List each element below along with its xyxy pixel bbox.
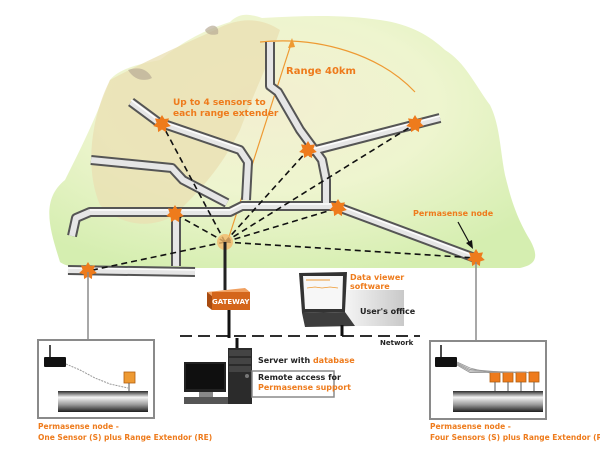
terrain-relief-shadow [128,25,219,80]
range-extender-node-icon [79,262,97,280]
right-node-caption: Permasense node - Four Sensors (S) plus … [430,421,600,443]
range-extender-node-icon [299,141,317,159]
range-extender-nodes [79,115,485,280]
data-viewer-line2: software [350,282,390,291]
remote-access-line1: Remote access for [258,373,341,382]
range-label: Range 40km [286,66,356,77]
users-office-panel [346,290,404,326]
server-label: Server with database [258,355,355,366]
server-label-prefix: Server with [258,356,313,365]
sensors-callout: Up to 4 sensors to each range extender [173,98,278,120]
server-workstation-icon [184,348,252,404]
sensors-callout-line1: Up to 4 sensors to [173,98,266,108]
remote-access-panel [251,370,335,398]
users-office-label: User's office [360,307,416,316]
right-node-subtitle: Four Sensors (S) plus Range Extendor (RE… [430,433,600,442]
right-re-badge: RE [453,379,461,385]
server-label-database: database [312,356,355,365]
node-callout-arrowhead-icon [466,240,473,249]
radio-link [161,123,226,243]
node-callout-label: Permasense node [413,209,494,218]
radio-link [224,123,416,243]
radio-link [224,241,477,259]
node-callout-arrow [457,221,471,245]
range-arc [259,40,416,93]
laptop-icon [299,272,355,336]
sensor-icon [502,371,514,383]
range-arrowhead-icon [288,38,295,48]
sensors-callout-line2: each range extender [173,109,279,119]
sensor-icon [528,371,540,383]
data-viewer-label: Data viewer software [350,273,404,291]
right-pipe-segment [453,391,543,412]
network-label: Network [380,339,414,347]
left-re-device-icon [44,345,66,367]
remote-access-line2: Permasense support [258,383,351,392]
radio-link [224,149,309,243]
left-re-badge: RE [62,379,70,385]
sensor-icon [515,371,527,383]
radio-link [87,241,226,272]
gateway-device [207,288,250,348]
radio-links [87,123,477,272]
left-pipe-segment [58,391,148,412]
range-extender-node-icon [329,199,347,217]
left-node-title: Permasense node - [38,422,119,431]
left-sensor-cable [65,363,129,389]
gateway-label: GATEWAY [212,298,250,306]
right-node-title: Permasense node - [430,422,511,431]
remote-access-label: Remote access for Permasense support [258,373,351,393]
left-sensor-icon [123,371,136,391]
data-viewer-line1: Data viewer [350,273,405,282]
sensor-icon [489,371,501,383]
right-re-device-icon [435,345,457,367]
left-node-subtitle: One Sensor (S) plus Range Extendor (RE) [38,433,213,442]
left-node-caption: Permasense node - One Sensor (S) plus Ra… [38,421,212,443]
range-extender-node-icon [153,115,171,133]
range-extender-node-icon [166,205,184,223]
range-extender-node-icon [406,115,424,133]
right-sensor-group [456,361,540,391]
range-extender-node-icon [467,249,485,267]
